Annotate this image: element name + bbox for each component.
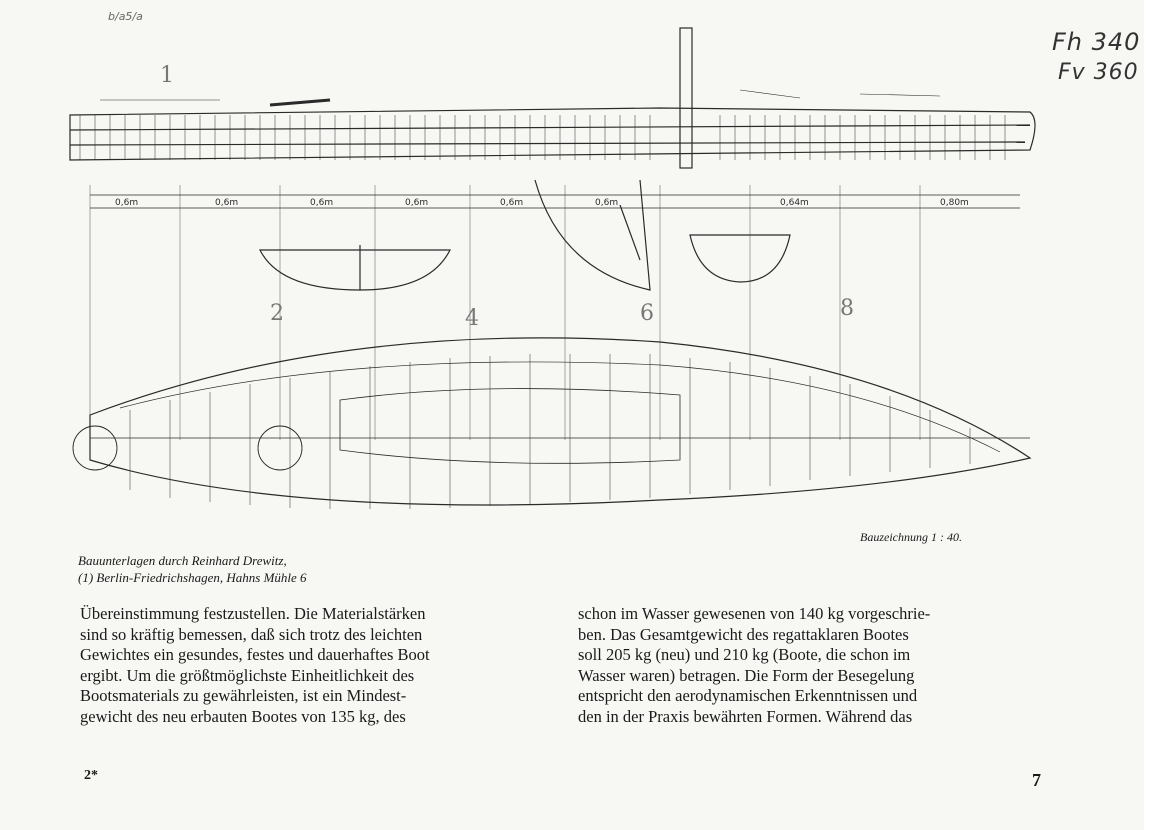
text-line: ben. Das Gesamtgewicht des regattaklaren…	[578, 624, 909, 644]
dimension-label: 0,6m	[500, 198, 523, 208]
text-line: schon im Wasser gewesenen von 140 kg vor…	[578, 604, 931, 623]
mast-stub	[679, 27, 693, 169]
station-number: 6	[640, 301, 654, 326]
station-number: 4	[465, 306, 479, 331]
text-line: Bootsmaterials zu gewährleisten, ist ein…	[80, 686, 407, 706]
dimension-label: 0,64m	[780, 198, 809, 208]
dimension-label: 0,80m	[940, 198, 969, 208]
handwritten-note-fv: Fv 360	[1058, 60, 1139, 85]
body-column-right: schon im Wasser gewesenen von 140 kg vor…	[578, 604, 1048, 728]
dimension-label: 0,6m	[405, 198, 428, 208]
text-line: gewicht des neu erbauten Bootes von 135 …	[80, 706, 406, 726]
credits-line: Bauunterlagen durch Reinhard Drewitz,	[78, 553, 287, 568]
page-number: 7	[1032, 770, 1041, 790]
credits-line: (1) Berlin-Friedrichshagen, Hahns Mühle …	[78, 570, 307, 585]
dimension-label: 0,6m	[595, 198, 618, 208]
text-line: sind so kräftig bemessen, daß sich trotz…	[80, 624, 423, 644]
cross-section-spant-8	[689, 234, 791, 283]
text-line: Übereinstimmung festzustellen. Die Mater…	[80, 604, 426, 623]
text-line: ergibt. Um die größtmöglichste Einheitli…	[80, 665, 415, 685]
hull-side-profile	[69, 107, 1036, 161]
station-number: 1	[160, 63, 174, 88]
hull-plan-view	[89, 337, 1032, 506]
handwritten-note-fh: Fh 340	[1052, 28, 1141, 56]
dimension-label: 0,6m	[115, 198, 138, 208]
dimension-label: 0,6m	[215, 198, 238, 208]
text-line: entspricht den aerodynamischen Erkenntni…	[578, 686, 918, 706]
handwritten-note-top-left: b/a5/a	[108, 10, 143, 23]
page-signature: 2*	[84, 768, 98, 783]
body-column-left: Übereinstimmung festzustellen. Die Mater…	[80, 604, 548, 728]
text-line: den in der Praxis bewährten Formen. Währ…	[578, 706, 913, 726]
text-line: Gewichtes ein gesundes, festes und dauer…	[80, 645, 430, 665]
text-line: soll 205 kg (neu) und 210 kg (Boote, die…	[578, 645, 911, 665]
boat-construction-drawing: 0,6m 0,6m 0,6m 0,6m 0,6m 0,6m 0,64m 0,80…	[69, 27, 1036, 509]
credits: Bauunterlagen durch Reinhard Drewitz, (1…	[78, 552, 307, 586]
text-line: Wasser waren) betragen. Die Form der Bes…	[578, 665, 915, 685]
dimension-label: 0,6m	[310, 198, 333, 208]
drawing-caption: Bauzeichnung 1 : 40.	[860, 530, 962, 544]
station-number: 8	[840, 296, 854, 321]
page-edge	[1144, 0, 1158, 830]
centerboard-outline	[534, 179, 651, 291]
station-number: 2	[270, 301, 284, 326]
cross-section-spant-4	[259, 249, 451, 291]
